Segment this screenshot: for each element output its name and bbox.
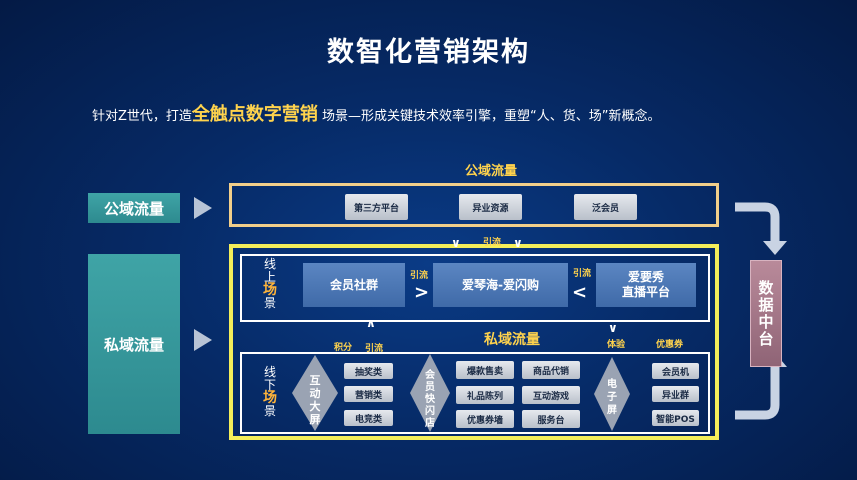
scene-char: 上 xyxy=(263,270,276,284)
flow-right-label: 引流 xyxy=(573,269,592,279)
scene-char: 场 xyxy=(263,390,277,406)
arrow-right-icon xyxy=(194,197,212,219)
diamond-e-screen-label: 电子屏 xyxy=(607,379,617,416)
scene-char: 景 xyxy=(263,296,276,310)
experience-label: 体验 xyxy=(607,340,626,350)
flow-left-label: 引流 xyxy=(410,271,429,281)
scene-char: 下 xyxy=(263,378,276,392)
diamond-e-screen xyxy=(594,357,630,431)
public-item-general-members: 泛会员 xyxy=(574,194,637,220)
offline-item-interactive-game: 互动游戏 xyxy=(522,386,580,404)
coupon-label: 优惠券 xyxy=(656,340,684,350)
data-center: 数据中台 xyxy=(750,260,782,367)
public-item-cross-industry: 异业资源 xyxy=(459,194,522,220)
diamond-member-popup xyxy=(410,354,450,432)
offline-item-coupon-wall: 优惠券墙 xyxy=(456,410,514,428)
scene-char: 场 xyxy=(263,282,277,298)
scene-char: 线 xyxy=(263,365,276,379)
arrow-right-icon xyxy=(194,329,212,351)
private-traffic-frame xyxy=(229,244,719,440)
connector-bottom xyxy=(735,365,780,420)
offline-item-esports: 电竞类 xyxy=(344,410,393,426)
online-scene-frame xyxy=(240,254,710,322)
offline-item-hot-sale: 爆款售卖 xyxy=(456,361,514,379)
subtitle-highlight: 全触点数字营销 xyxy=(191,104,318,125)
scene-char: 景 xyxy=(263,404,276,418)
online-box-flash-purchase: 爱琴海-爱闪购 xyxy=(433,263,568,307)
public-traffic-label: 公域流量 xyxy=(88,193,180,223)
public-traffic-frame xyxy=(229,183,719,227)
offline-item-gift-display: 礼品陈列 xyxy=(456,386,514,404)
chevron-up-icon: ∧ xyxy=(366,316,376,330)
private-traffic-label: 私域流量 xyxy=(88,254,180,434)
offline-item-marketing: 营销类 xyxy=(344,386,393,402)
online-scene-label: 线 上 场 景 xyxy=(262,258,278,310)
offline-item-partner-group: 异业群 xyxy=(652,386,699,402)
chevron-left-icon: < xyxy=(572,282,588,303)
offline-item-lottery: 抽奖类 xyxy=(344,363,393,379)
offline-item-service-desk: 服务台 xyxy=(522,410,580,428)
online-box-live-platform: 爱要秀 直播平台 xyxy=(596,263,696,307)
subtitle-prefix: 针对Z世代，打造 xyxy=(92,109,192,124)
chevron-down-icon: ∨ xyxy=(513,236,523,250)
diamond-interactive-screen-label: 互动大屏 xyxy=(309,374,321,426)
scene-char: 线 xyxy=(263,257,276,271)
offline-scene-frame xyxy=(240,352,710,434)
page-title: 数智化营销架构 xyxy=(327,37,530,68)
connector-top xyxy=(735,202,780,243)
divert-label: 引流 xyxy=(365,344,384,354)
flow-top-label: 引流 xyxy=(483,238,502,248)
arrow-down-icon xyxy=(763,241,787,255)
chevron-right-icon: > xyxy=(414,282,430,303)
offline-item-member-machine: 会员机 xyxy=(652,363,699,379)
chevron-down-icon: ∨ xyxy=(451,236,461,250)
public-item-third-party: 第三方平台 xyxy=(345,194,408,220)
offline-scene-label: 线 下 场 景 xyxy=(262,366,278,418)
subtitle-suffix: 场景—形成关键技术效率引擎，重塑“人、货、场”新概念。 xyxy=(317,109,661,124)
points-label: 积分 xyxy=(334,343,353,353)
diamond-interactive-screen xyxy=(292,355,338,431)
data-center-label: 数据中台 xyxy=(756,279,775,348)
online-box-member-community: 会员社群 xyxy=(303,263,405,307)
diamond-member-popup-label: 会员快闪店 xyxy=(425,370,435,429)
subtitle: 针对Z世代，打造全触点数字营销 场景—形成关键技术效率引擎，重塑“人、货、场”新… xyxy=(92,100,661,126)
public-header: 公域流量 xyxy=(464,164,517,179)
chevron-down-icon: ∨ xyxy=(608,321,618,335)
offline-item-smart-pos: 智能POS xyxy=(652,410,699,426)
offline-item-consignment: 商品代销 xyxy=(522,361,580,379)
private-inner-header: 私域流量 xyxy=(484,332,540,348)
